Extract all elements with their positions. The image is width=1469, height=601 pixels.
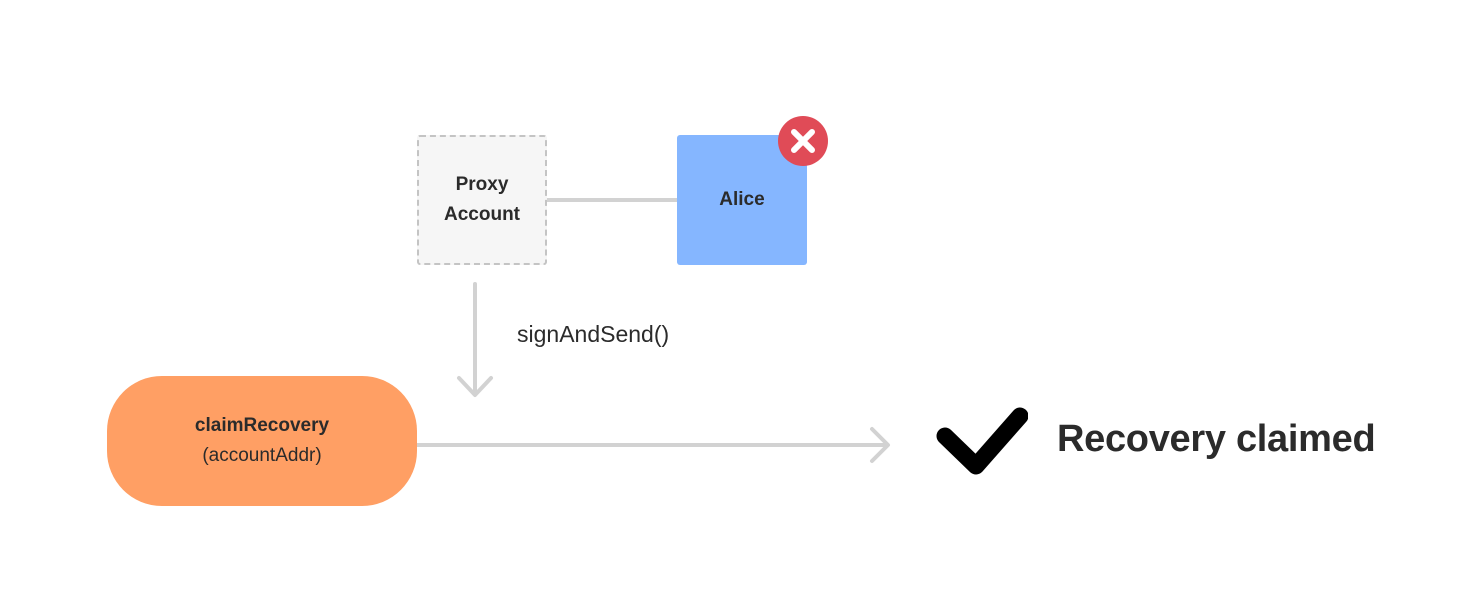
claim-recovery-node: claimRecovery (accountAddr) <box>107 376 417 506</box>
recovery-claimed-label: Recovery claimed <box>1057 418 1376 460</box>
claim-to-result-arrow <box>415 427 890 463</box>
proxy-to-claim-arrow <box>457 282 493 397</box>
sign-and-send-label: signAndSend() <box>517 321 670 347</box>
alice-label: Alice <box>719 189 765 210</box>
proxy-account-line1: Proxy <box>455 174 509 195</box>
close-icon <box>778 116 828 166</box>
check-icon <box>936 407 1028 475</box>
claim-recovery-title: claimRecovery <box>194 415 330 436</box>
claim-recovery-argument: (accountAddr) <box>202 445 322 466</box>
proxy-account-line2: Account <box>444 204 520 225</box>
proxy-account-node: Proxy Account <box>417 135 547 265</box>
